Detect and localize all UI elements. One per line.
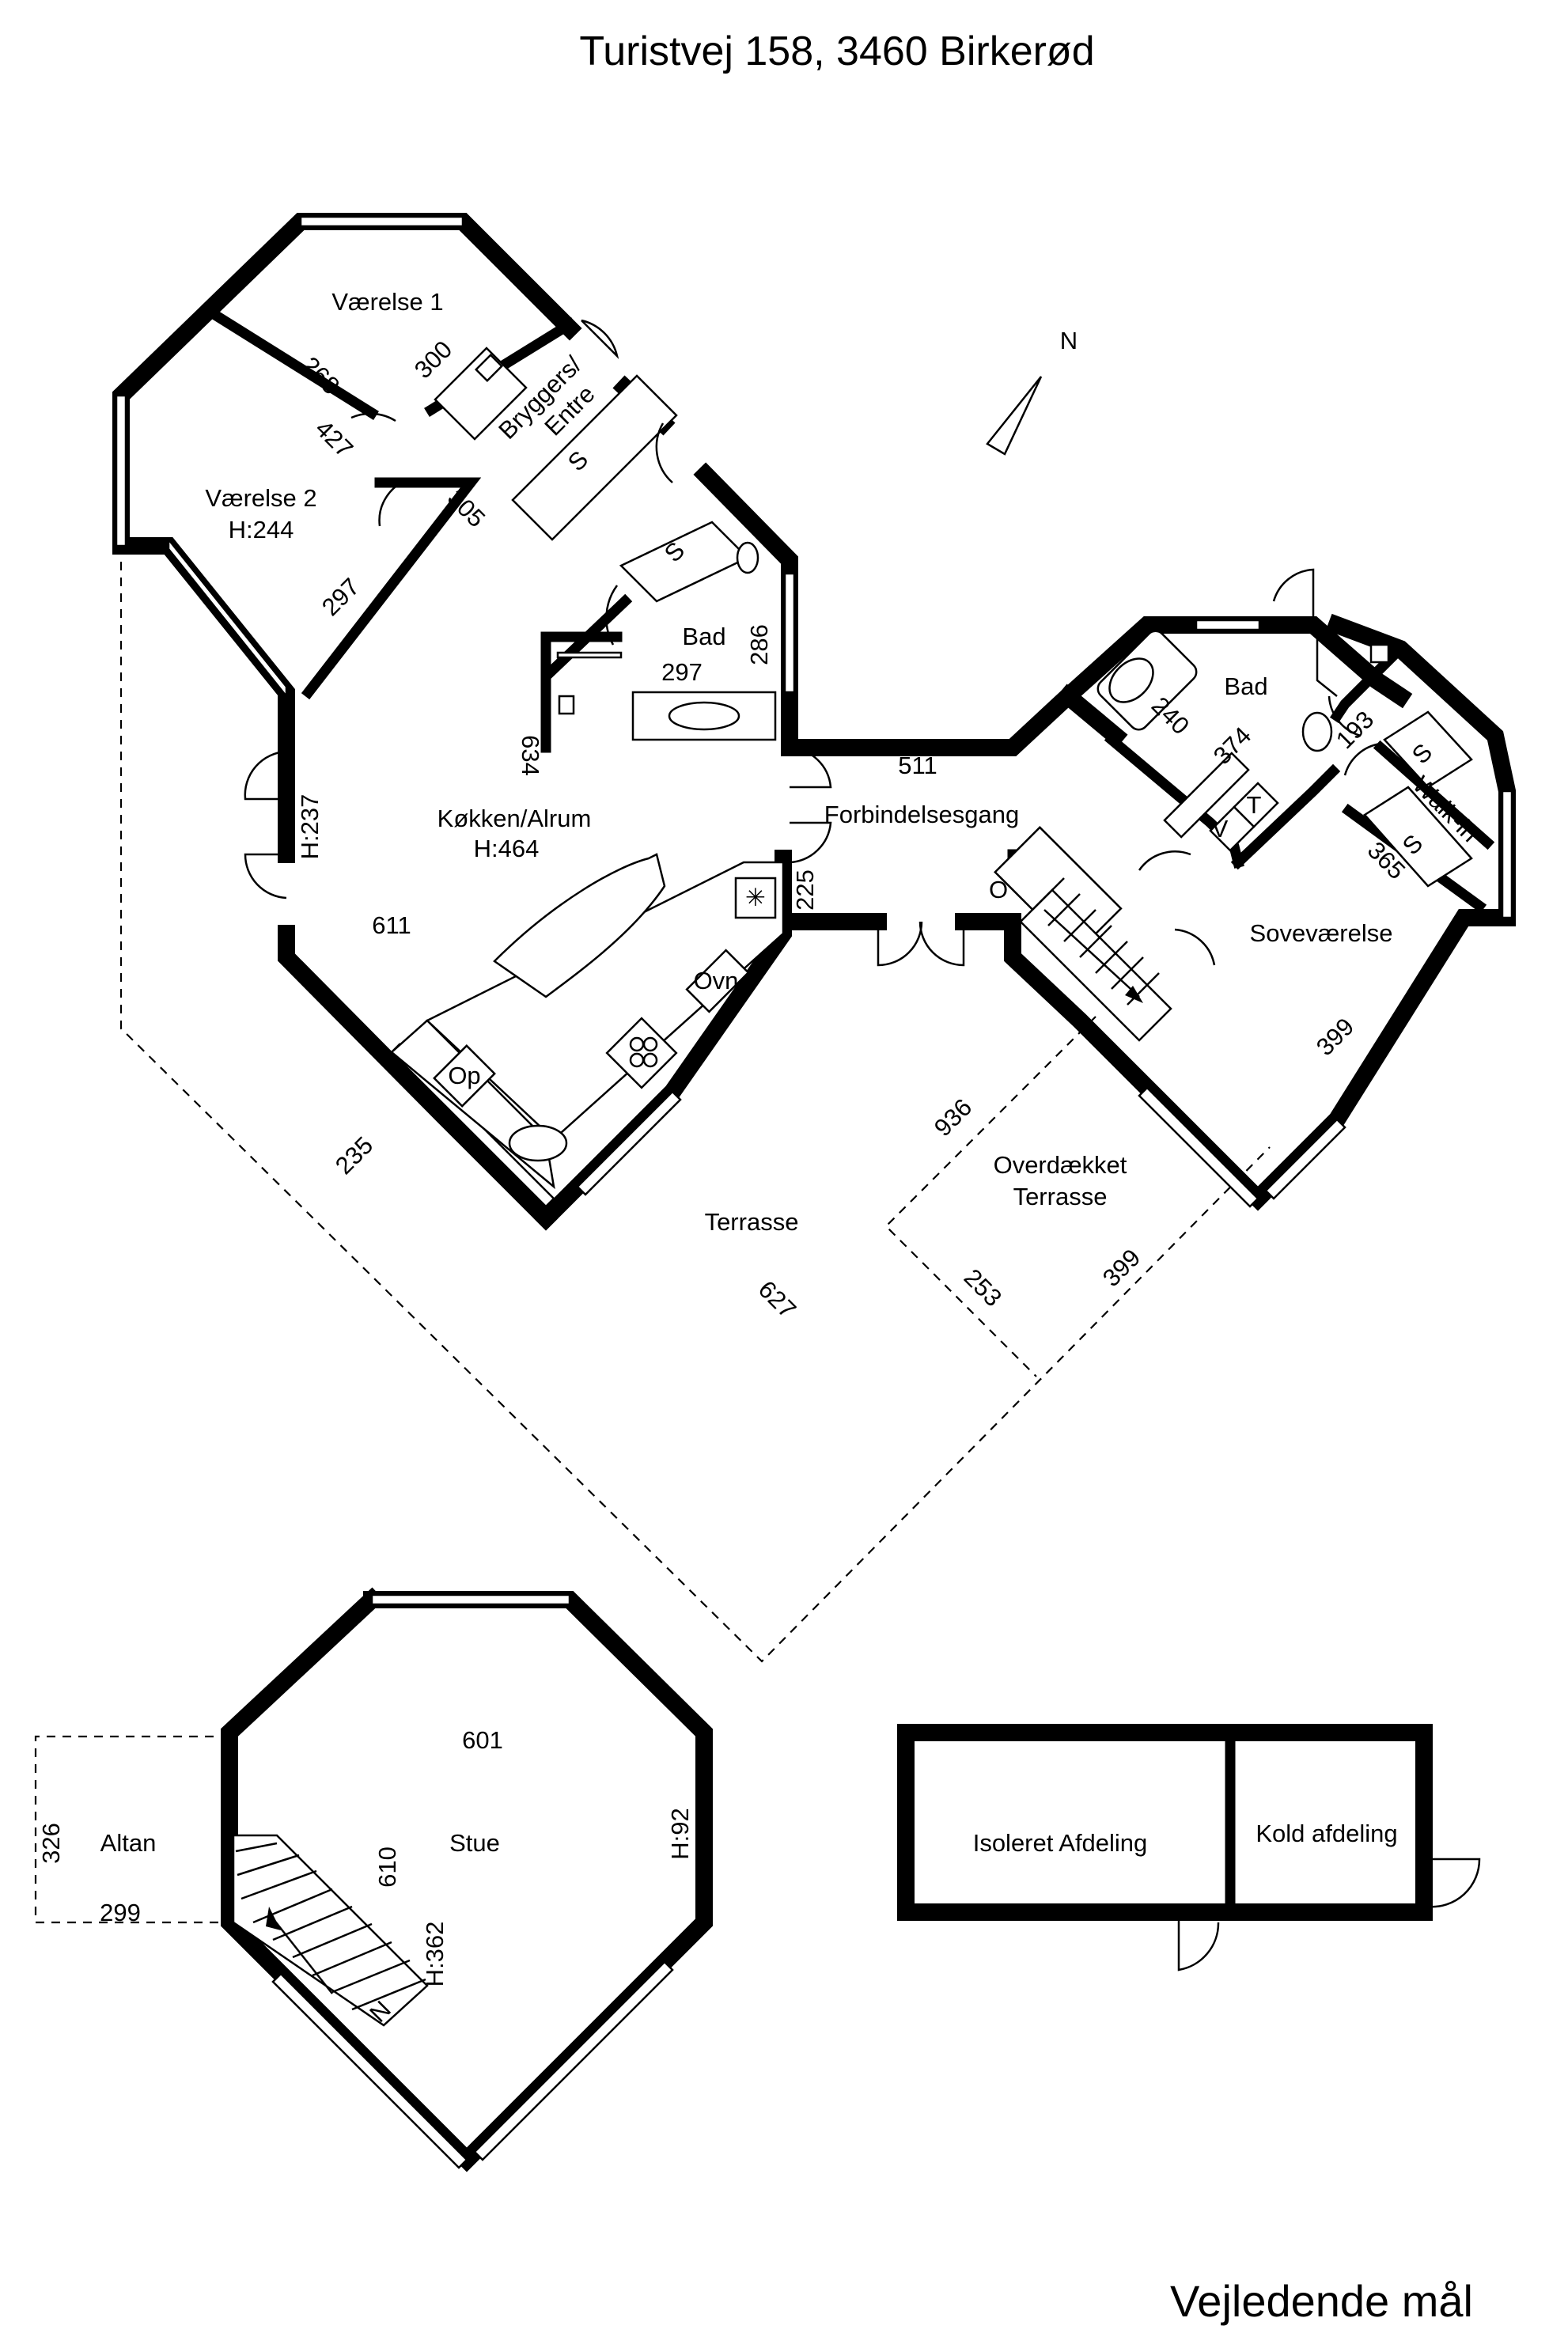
- kitchen-room: Op Ovn ✳: [244, 616, 1413, 1231]
- dim-297-vaerelse2: 297: [316, 573, 365, 621]
- north-label: N: [1060, 327, 1078, 354]
- room-terrasse: Terrasse: [705, 1208, 799, 1236]
- dim-h237: H:237: [296, 794, 324, 860]
- dim-225: 225: [791, 869, 819, 911]
- room-overdaekket-line2: Terrasse: [1013, 1183, 1108, 1210]
- dim-374: 374: [1208, 722, 1256, 770]
- vask-label: V: [1212, 815, 1229, 843]
- page-title: Turistvej 158, 3460 Birkerød: [579, 28, 1094, 74]
- room-vaerelse-2-height: H:244: [229, 516, 294, 543]
- oven-label-op: Op: [448, 1062, 480, 1089]
- terrace-outline: [119, 546, 1271, 1663]
- room-koekken: Køkken/Alrum: [437, 805, 592, 832]
- footer-note: Vejledende mål: [1170, 2276, 1473, 2326]
- dim-427: 427: [310, 415, 358, 463]
- dim-300: 300: [409, 335, 457, 384]
- room-overdaekket-line1: Overdækket: [994, 1151, 1127, 1179]
- oven-label: Ovn: [694, 967, 739, 994]
- bad1-fixtures: S: [540, 521, 777, 753]
- dim-611: 611: [372, 911, 411, 939]
- room-koekken-height: H:464: [474, 835, 540, 862]
- dim-h92: H:92: [666, 1808, 694, 1859]
- dim-399-overdaekket: 399: [1097, 1244, 1146, 1292]
- dim-235: 235: [330, 1131, 378, 1180]
- room-vaerelse-2: Værelse 2: [205, 484, 316, 512]
- dim-936: 936: [929, 1093, 977, 1142]
- room-vaerelse-1: Værelse 1: [331, 288, 443, 316]
- room-kold: Kold afdeling: [1256, 1820, 1397, 1847]
- east-wing: O V T S S: [989, 568, 1516, 1211]
- stue-floor: N: [34, 1587, 713, 2172]
- toilet-t-label: T: [1247, 791, 1262, 819]
- north-arrow-icon: N: [986, 327, 1078, 456]
- dim-399-sove: 399: [1311, 1013, 1359, 1061]
- west-wing: [112, 213, 798, 756]
- stair-o-label: O: [989, 876, 1008, 903]
- room-forbindelsesgang: Forbindelsesgang: [824, 801, 1019, 828]
- dim-511: 511: [898, 752, 937, 779]
- dim-305: 305: [442, 484, 490, 532]
- room-isoleret: Isoleret Afdeling: [973, 1829, 1148, 1857]
- outbuilding: [897, 1724, 1481, 1971]
- room-sovevaerelse: Soveværelse: [1250, 919, 1393, 947]
- dim-634: 634: [517, 735, 544, 776]
- fan-icon: ✳: [745, 884, 766, 911]
- room-stue: Stue: [449, 1829, 500, 1857]
- dim-610: 610: [373, 1846, 401, 1888]
- dim-299: 299: [100, 1899, 141, 1926]
- dim-297-bad: 297: [661, 658, 703, 686]
- bryggers-fixtures: S: [350, 319, 678, 541]
- dim-286: 286: [745, 624, 773, 665]
- room-altan: Altan: [100, 1829, 157, 1857]
- dim-627: 627: [753, 1275, 801, 1324]
- room-bad-1: Bad: [682, 623, 725, 650]
- dim-253: 253: [959, 1263, 1007, 1312]
- room-bad-2: Bad: [1224, 672, 1267, 700]
- dim-326: 326: [37, 1823, 65, 1864]
- dim-h362: H:362: [421, 1922, 449, 1987]
- dim-601: 601: [462, 1726, 503, 1754]
